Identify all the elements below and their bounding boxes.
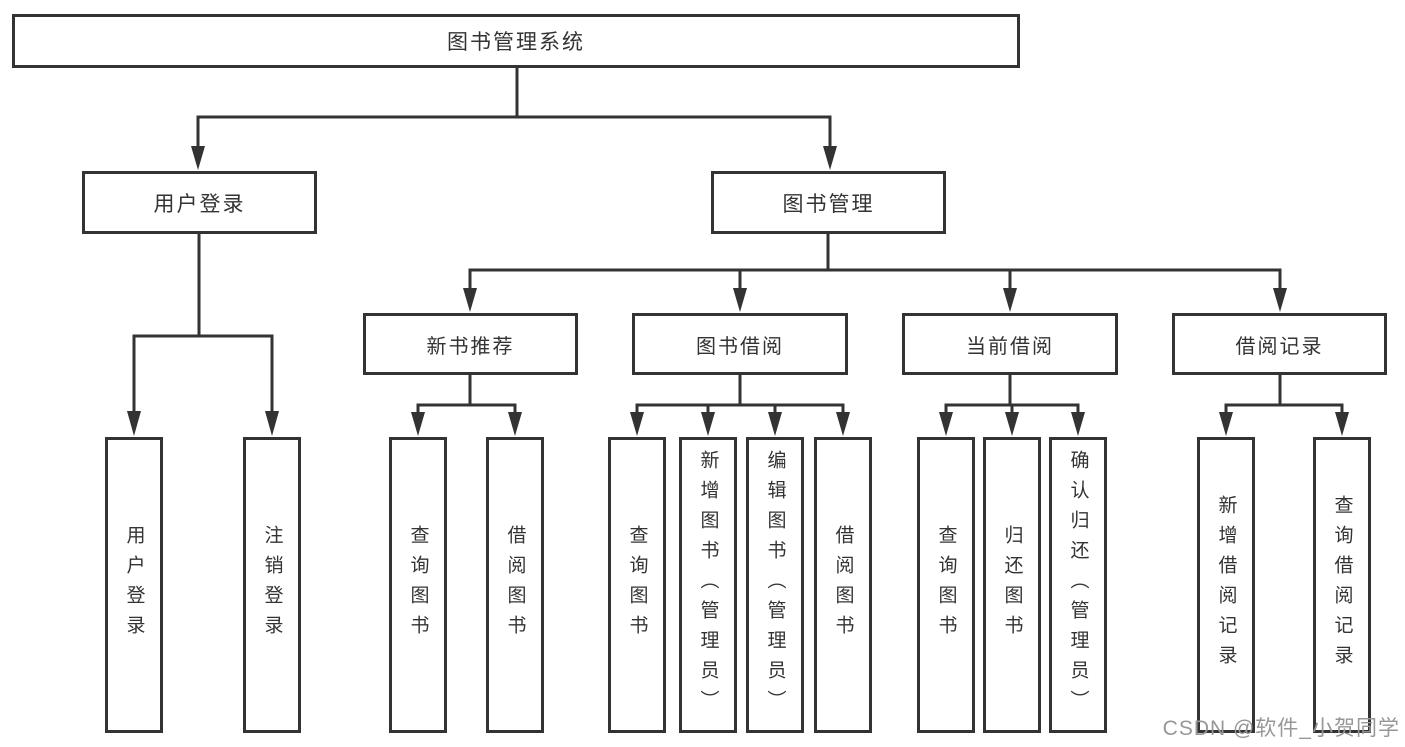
node-borrow-books: 借阅图书 bbox=[814, 437, 872, 733]
node-book-borrowing: 图书借阅 bbox=[632, 313, 848, 375]
node-return-books-label: 归还图书 bbox=[1001, 525, 1023, 645]
csdn-watermark: CSDN @软件_小贺同学 bbox=[1162, 717, 1400, 740]
node-user-login-action: 用户登录 bbox=[105, 437, 163, 733]
node-new-book-recommend: 新书推荐 bbox=[363, 313, 578, 375]
node-query-books-current-label: 查询图书 bbox=[935, 525, 957, 645]
node-library-system: 图书管理系统 bbox=[12, 14, 1020, 68]
node-borrow-books-recommend: 借阅图书 bbox=[486, 437, 544, 733]
node-confirm-return-admin: 确认归还（管理员） bbox=[1049, 437, 1107, 733]
node-confirm-return-admin-label: 确认归还（管理员） bbox=[1067, 450, 1089, 720]
node-logout-label: 注销登录 bbox=[261, 525, 283, 645]
node-new-book-recommend-label: 新书推荐 bbox=[426, 335, 515, 358]
node-library-system-label: 图书管理系统 bbox=[447, 31, 585, 54]
node-current-borrowing: 当前借阅 bbox=[902, 313, 1118, 375]
node-add-borrow-record-label: 新增借阅记录 bbox=[1215, 495, 1237, 675]
node-query-books-borrow: 查询图书 bbox=[608, 437, 666, 733]
node-add-books-admin: 新增图书（管理员） bbox=[679, 437, 737, 733]
node-borrowing-records: 借阅记录 bbox=[1172, 313, 1387, 375]
node-edit-books-admin-label: 编辑图书（管理员） bbox=[764, 450, 786, 720]
node-borrowing-records-label: 借阅记录 bbox=[1235, 335, 1324, 358]
node-query-books-current: 查询图书 bbox=[917, 437, 975, 733]
node-query-borrow-record: 查询借阅记录 bbox=[1313, 437, 1371, 733]
node-query-books-borrow-label: 查询图书 bbox=[626, 525, 648, 645]
node-add-borrow-record: 新增借阅记录 bbox=[1197, 437, 1255, 733]
node-query-borrow-record-label: 查询借阅记录 bbox=[1331, 495, 1353, 675]
node-book-borrowing-label: 图书借阅 bbox=[696, 335, 784, 358]
node-user-login: 用户登录 bbox=[82, 171, 317, 234]
node-user-login-label: 用户登录 bbox=[153, 192, 246, 216]
node-logout: 注销登录 bbox=[243, 437, 301, 733]
node-borrow-books-recommend-label: 借阅图书 bbox=[504, 525, 526, 645]
node-add-books-admin-label: 新增图书（管理员） bbox=[697, 450, 719, 720]
node-user-login-action-label: 用户登录 bbox=[123, 525, 145, 645]
node-book-management: 图书管理 bbox=[711, 171, 946, 234]
node-current-borrowing-label: 当前借阅 bbox=[966, 335, 1054, 358]
node-book-management-label: 图书管理 bbox=[782, 192, 875, 216]
node-return-books: 归还图书 bbox=[983, 437, 1041, 733]
node-borrow-books-label: 借阅图书 bbox=[832, 525, 854, 645]
node-edit-books-admin: 编辑图书（管理员） bbox=[746, 437, 804, 733]
node-query-books-recommend-label: 查询图书 bbox=[407, 525, 429, 645]
node-query-books-recommend: 查询图书 bbox=[389, 437, 447, 733]
